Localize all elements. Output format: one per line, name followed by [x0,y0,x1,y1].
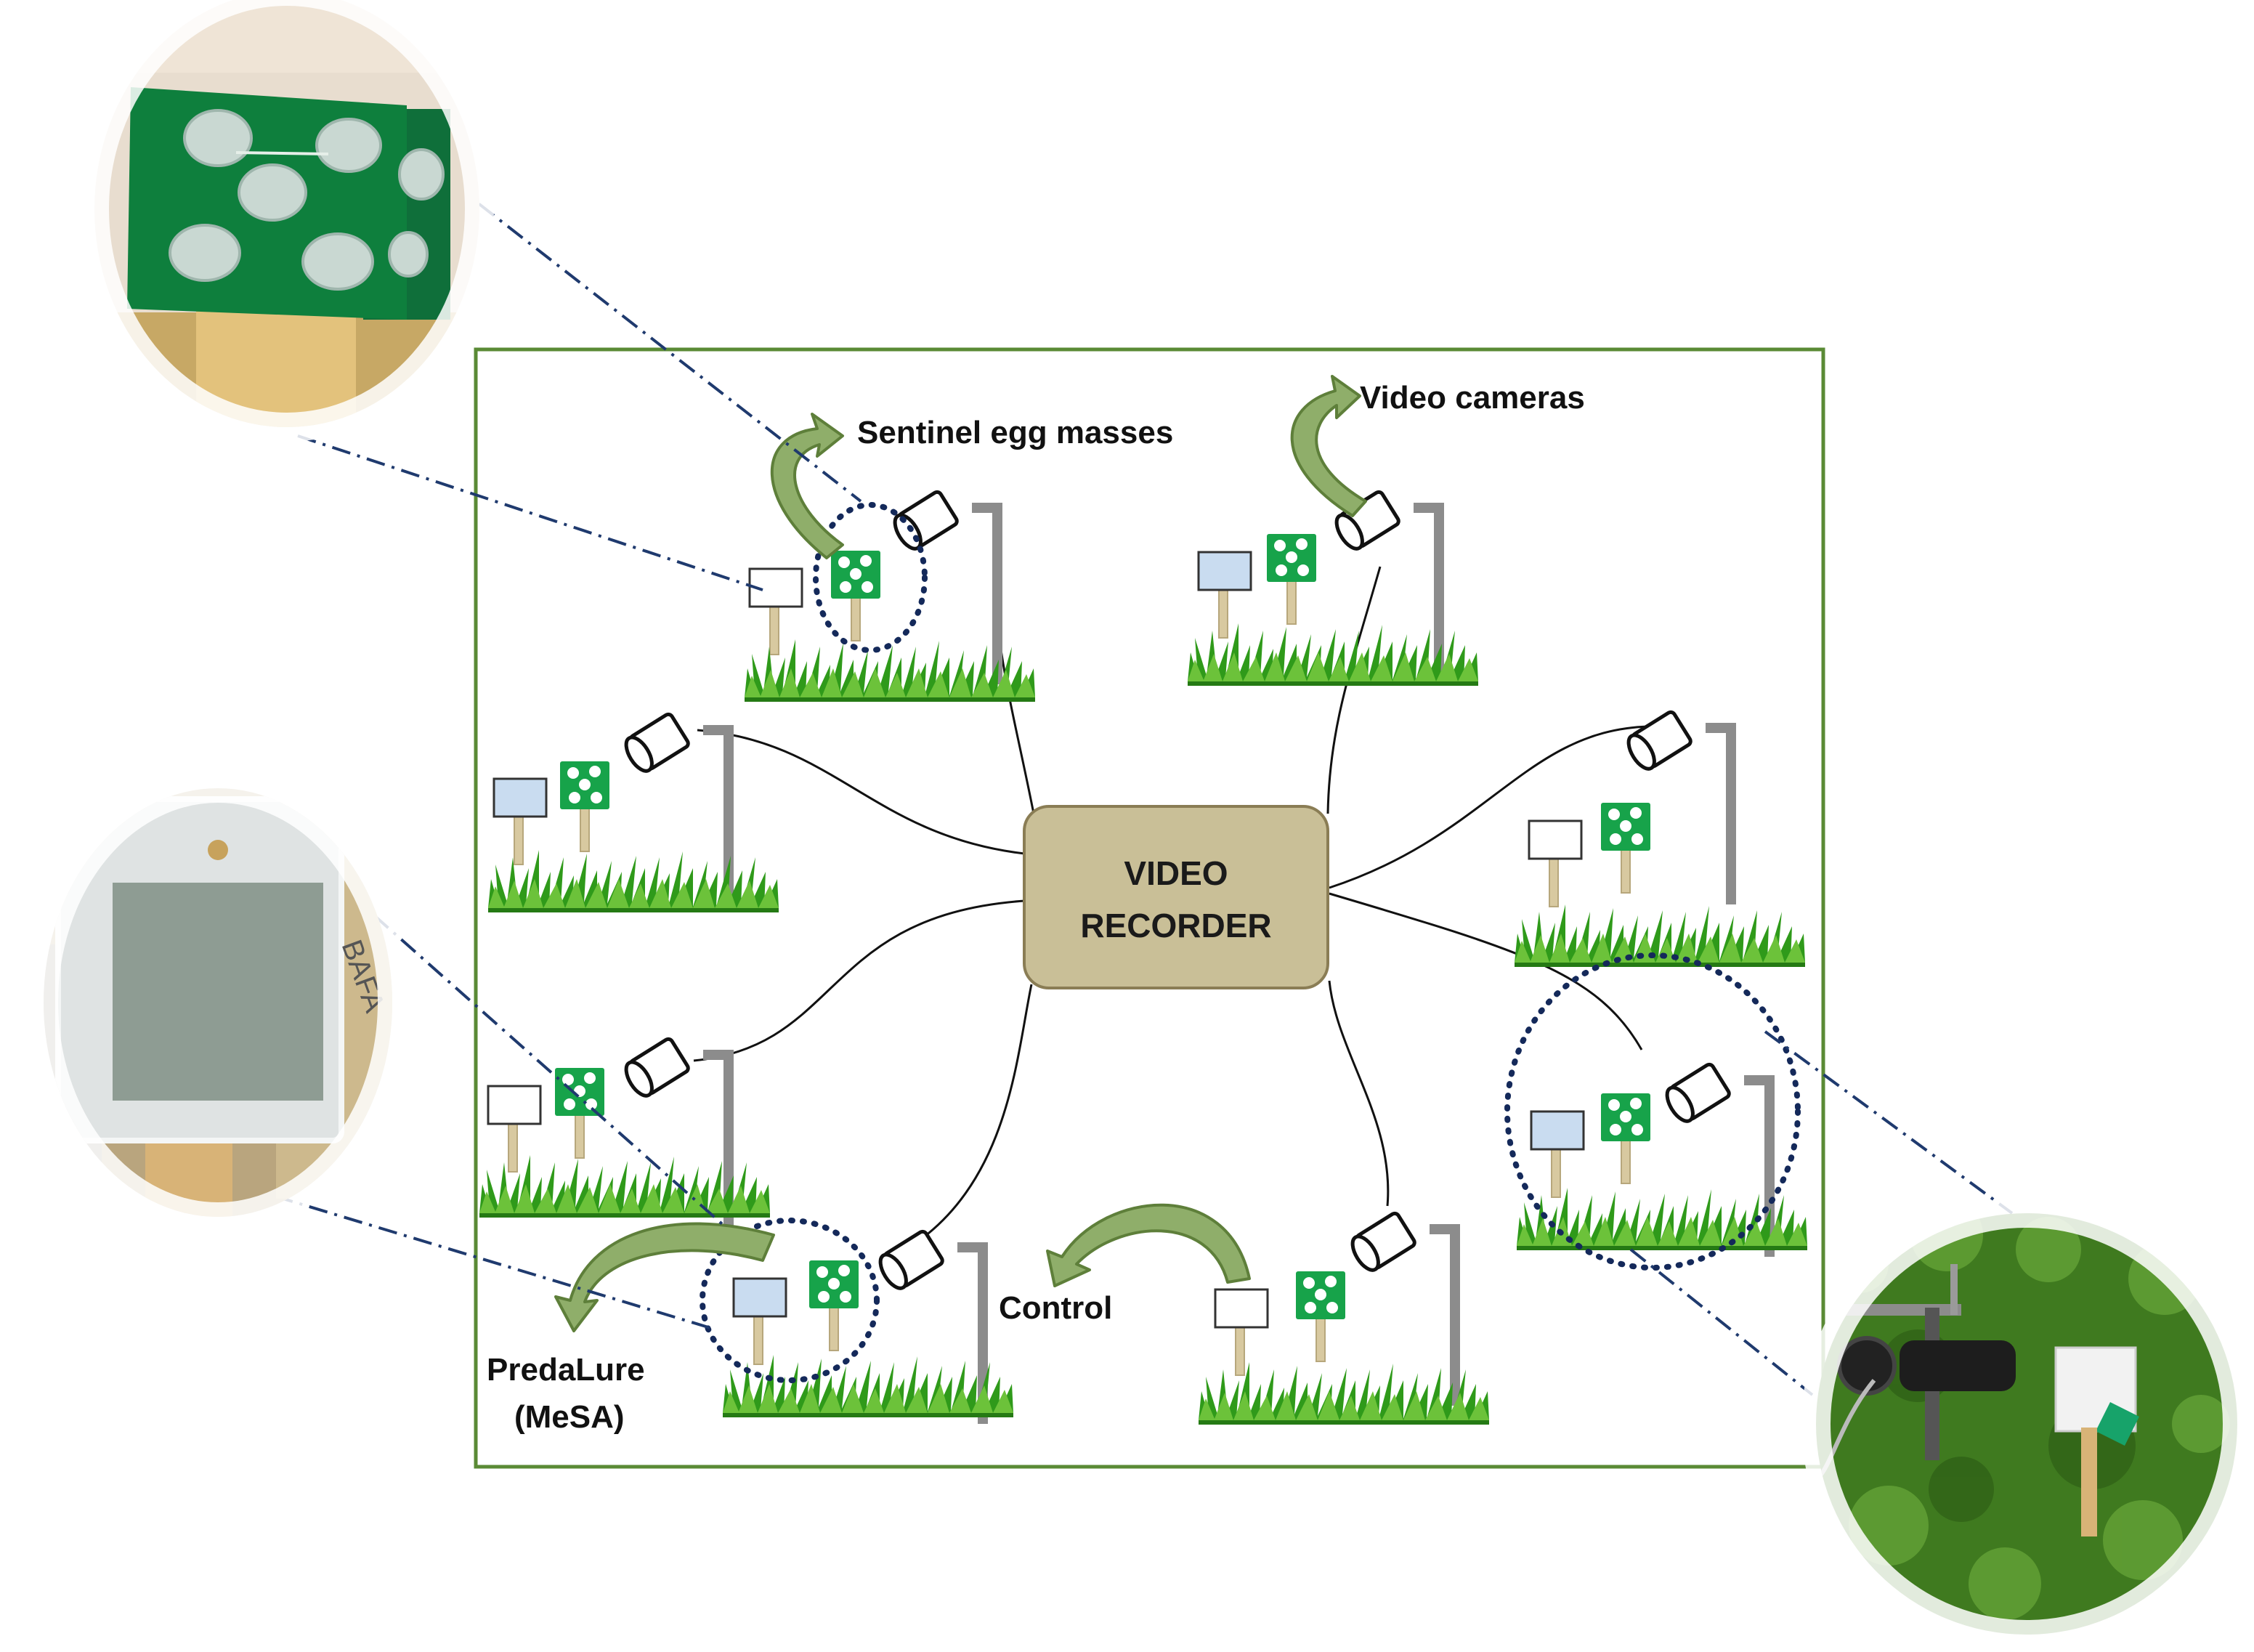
leader-line [1629,1248,1814,1396]
leader-line [373,914,728,1229]
leader-line [1764,1030,2014,1215]
predalure-label-line2: (MeSA) [514,1399,625,1435]
video-recorder-box [1023,805,1329,989]
arrow-sentinel [770,413,844,559]
video-recorder-label-line1: VIDEO [1124,854,1228,892]
leader-line [297,434,763,591]
sentinel-egg-masses-label: Sentinel egg masses [857,415,1173,450]
predalure-label-line1: PredaLure [487,1352,645,1388]
highlight-circle-sentinel [813,502,928,653]
control-label: Control [999,1290,1112,1326]
video-recorder-label-line2: RECORDER [1080,907,1271,944]
arrow-video-cameras [1290,375,1367,517]
highlight-circle-predalure [700,1218,880,1383]
video-cameras-label: Video cameras [1360,380,1585,416]
leader-line [239,1184,716,1331]
leader-line [449,180,862,503]
arrow-control [1046,1203,1251,1287]
arrow-predalure [554,1222,775,1332]
